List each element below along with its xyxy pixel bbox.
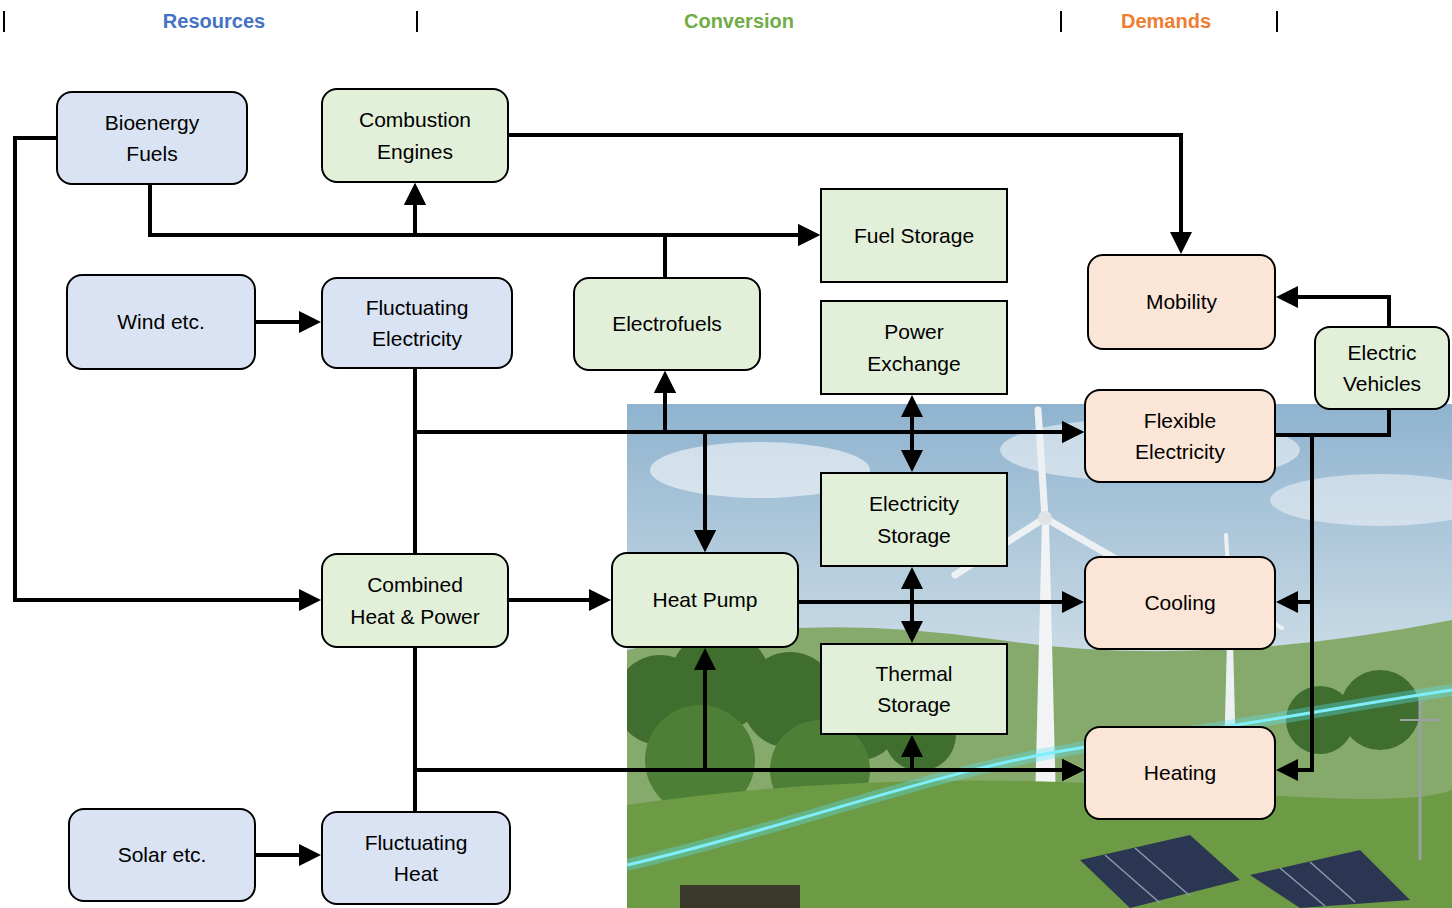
box-label: Electricity Storage [854,488,974,551]
conversion-box: Combined Heat & Power [321,553,509,648]
flow-arrow [415,197,665,277]
section-heading: Conversion [684,10,794,33]
flow-arrow [15,138,307,600]
box-label: Combustion Engines [355,104,475,167]
box-label: Wind etc. [117,306,205,338]
box-label: Heating [1144,757,1216,789]
separator-bar [416,11,418,32]
resource-box: Wind etc. [66,274,256,370]
solar-panel [1250,850,1410,908]
box-label: Thermal Storage [864,658,964,721]
photo-content [627,404,1452,908]
storage-box: Electricity Storage [820,472,1008,567]
box-label: Heat Pump [652,584,757,616]
flow-arrow [415,369,705,538]
separator-bar [1276,11,1278,32]
flow-arrow [912,749,1070,770]
flow-arrow [256,320,307,324]
flow-arrow [1276,410,1389,435]
storage-box: Power Exchange [820,300,1008,395]
demand-box: Cooling [1084,556,1276,650]
box-label: Mobility [1146,286,1217,318]
pylon [1419,700,1422,860]
box-label: Cooling [1144,587,1215,619]
flow-arrow [1290,297,1389,326]
panel-grid [1280,868,1325,906]
demand-box: Flexible Electricity [1084,389,1276,483]
flow-arrow [1276,435,1312,770]
pylon [1400,719,1440,721]
section-heading: Resources [163,10,265,33]
turbine-hub [1038,511,1052,525]
box-label: Fluctuating Heat [356,827,476,890]
flow-arrow [799,600,1070,604]
section-heading: Demands [1121,10,1211,33]
separator-bar [1060,11,1062,32]
box-label: Power Exchange [859,316,969,379]
conversion-box: Electric Vehicles [1314,326,1450,410]
flow-arrow [910,409,914,458]
conversion-box: Combustion Engines [321,88,509,183]
energy-glow [627,690,1452,865]
flow-arrow [910,581,914,629]
foreground-block [680,885,800,908]
box-label: Flexible Electricity [1120,405,1240,468]
resource-box: Bioenergy Fuels [56,91,248,185]
box-label: Electric Vehicles [1332,337,1432,400]
storage-box: Fuel Storage [820,188,1008,283]
flow-arrow [415,770,1070,811]
flow-arrow [415,432,705,553]
box-label: Electrofuels [612,308,722,340]
box-label: Bioenergy Fuels [97,107,207,170]
panel-grid [1310,862,1355,902]
energy-line [627,690,1452,865]
demand-box: Heating [1084,726,1276,820]
flow-arrow [256,853,307,857]
flow-arrow [150,185,415,235]
conversion-box: Heat Pump [611,552,799,648]
box-label: Fluctuating Electricity [352,292,482,355]
box-label: Combined Heat & Power [345,569,485,632]
solar-panel [1080,835,1240,908]
turbine-blade [1038,410,1045,518]
box-label: Fuel Storage [854,220,974,252]
flow-arrow [665,235,806,277]
storage-box: Thermal Storage [820,643,1008,735]
ground [627,770,1452,908]
flow-arrow [509,598,597,602]
flow-arrow [150,185,806,235]
flow-arrow [415,369,665,432]
box-label: Solar etc. [118,839,207,871]
cloud [1270,474,1452,526]
conversion-box: Electrofuels [573,277,761,371]
turbine-tower [1035,520,1056,805]
resource-box: Solar etc. [68,808,256,902]
flow-arrow [1276,435,1312,602]
separator-bar [3,11,5,32]
resource-box: Fluctuating Electricity [321,277,513,369]
panel-grid [1135,848,1190,896]
demand-box: Mobility [1087,254,1276,350]
flow-arrow [415,385,665,553]
resource-box: Fluctuating Heat [321,811,511,905]
